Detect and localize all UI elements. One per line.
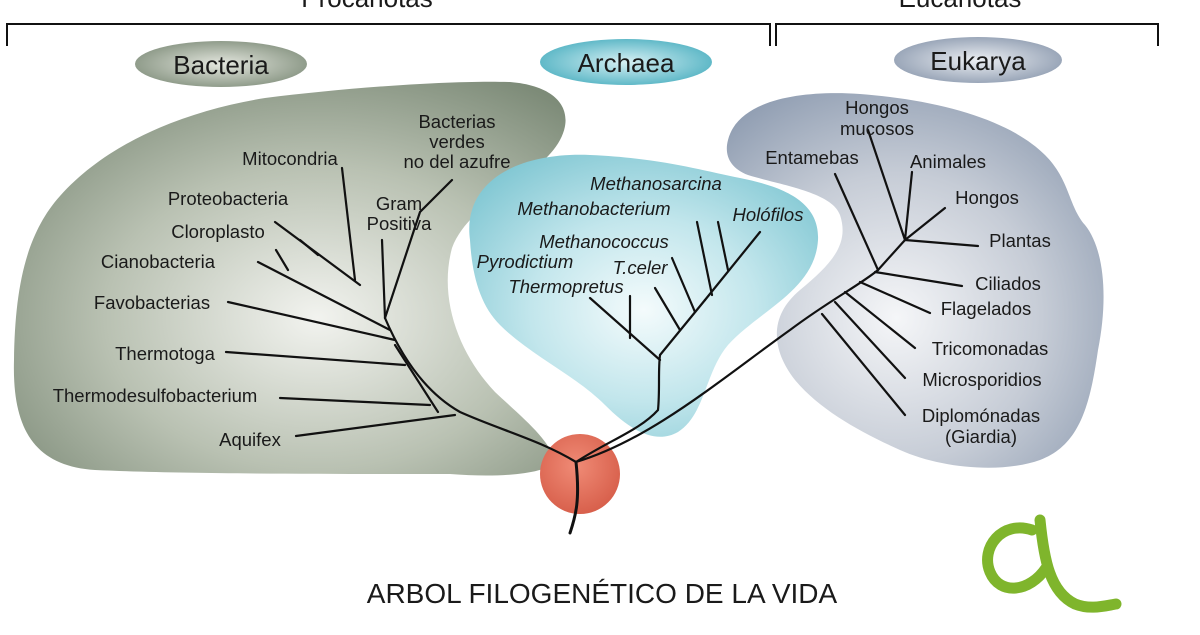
label-thermodesulfobacterium: Thermodesulfobacterium — [53, 385, 258, 406]
procariotas-bracket — [6, 23, 771, 46]
archaea-branches — [574, 220, 762, 464]
label-entamebas: Entamebas — [765, 147, 859, 168]
eukarya-region — [726, 93, 1104, 468]
archaea-labels: Methanosarcina Methanobacterium Holófilo… — [477, 173, 804, 297]
label-diplomonadas-2: (Giardia) — [945, 426, 1017, 447]
eukarya-title: Eukarya — [930, 46, 1026, 76]
label-microsporidios: Microsporidios — [922, 369, 1041, 390]
bacteria-branches — [224, 166, 578, 464]
figure-title: ARBOL FILOGENÉTICO DE LA VIDA — [367, 578, 838, 609]
label-favobacterias: Favobacterias — [94, 292, 210, 313]
label-methanobacterium: Methanobacterium — [517, 198, 670, 219]
label-methanosarcina: Methanosarcina — [590, 173, 722, 194]
label-gram-2: Positiva — [367, 213, 432, 234]
logo — [982, 514, 1122, 613]
procariotas-label: Procariotas — [301, 0, 433, 13]
domain-pill-eukarya: Eukarya — [894, 37, 1062, 83]
label-flagelados: Flagelados — [941, 298, 1032, 319]
label-tceler: T.celer — [613, 257, 669, 278]
domain-pill-archaea: Archaea — [540, 39, 712, 85]
label-ciliados: Ciliados — [975, 273, 1041, 294]
label-hongos-mucosos-1: Hongos — [845, 97, 909, 118]
eucariotas-label: Eucariotas — [899, 0, 1022, 13]
archaea-region — [469, 154, 819, 437]
label-thermotoga: Thermotoga — [115, 343, 215, 364]
label-animales: Animales — [910, 151, 986, 172]
root-node — [540, 434, 620, 514]
label-bacterias-verdes-3: no del azufre — [404, 151, 511, 172]
label-diplomonadas-1: Diplomónadas — [922, 405, 1040, 426]
label-hongos: Hongos — [955, 187, 1019, 208]
label-bacterias-verdes-1: Bacterias — [418, 111, 495, 132]
label-thermoproteus: Thermopretus — [508, 276, 623, 297]
eukarya-branches — [574, 128, 980, 464]
label-cloroplasto: Cloroplasto — [171, 221, 265, 242]
trunk-line — [568, 460, 580, 535]
label-cianobacteria: Cianobacteria — [101, 251, 216, 272]
label-holofilos: Holófilos — [733, 204, 804, 225]
label-tricomonadas: Tricomonadas — [932, 338, 1049, 359]
label-pyrodictium: Pyrodictium — [477, 251, 574, 272]
label-aquifex: Aquifex — [219, 429, 281, 450]
bacteria-title: Bacteria — [173, 50, 269, 80]
label-bacterias-verdes-2: verdes — [429, 131, 485, 152]
domain-pill-bacteria: Bacteria — [135, 41, 307, 87]
label-gram-1: Gram — [376, 193, 422, 214]
bacteria-labels: Bacterias verdes no del azufre Mitocondr… — [53, 111, 511, 450]
label-mitocondria: Mitocondria — [242, 148, 338, 169]
label-hongos-mucosos-2: mucosos — [840, 118, 914, 139]
eucariotas-bracket — [775, 23, 1159, 46]
eukarya-labels: Hongos mucosos Entamebas Animales Hongos… — [765, 97, 1051, 447]
label-methanococcus: Methanococcus — [539, 231, 669, 252]
group-brackets: Procariotas Eucariotas — [6, 0, 1159, 46]
archaea-title: Archaea — [578, 48, 675, 78]
label-proteobacteria: Proteobacteria — [168, 188, 289, 209]
label-plantas: Plantas — [989, 230, 1051, 251]
